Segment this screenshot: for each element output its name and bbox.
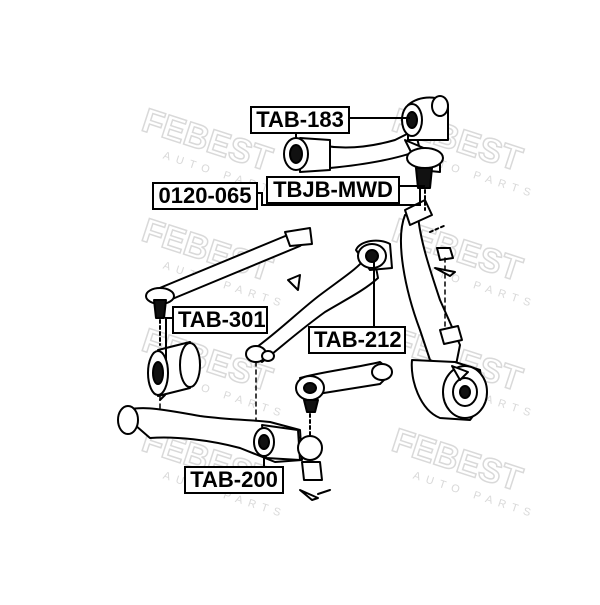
watermark-8: FEBEST AUTO PARTS: [387, 421, 538, 521]
label-tab-183: TAB-183: [250, 106, 350, 134]
label-text: TBJB-MWD: [273, 177, 393, 202]
nut-upper: [424, 189, 456, 277]
label-text: TAB-301: [178, 307, 266, 332]
strut-rod-arm: [245, 239, 393, 363]
bushing-tab301: [147, 341, 201, 397]
lower-control-arm: [117, 394, 323, 463]
label-text: 0120-065: [158, 183, 252, 208]
alignment-lines: [159, 257, 446, 421]
steering-knuckle: [399, 199, 488, 421]
lower-plate: [295, 361, 393, 441]
label-text: TAB-212: [314, 327, 402, 352]
label-text: TAB-183: [256, 107, 344, 132]
label-0120-065: 0120-065: [152, 182, 258, 210]
tension-rod: [145, 227, 313, 346]
nut-lower: [299, 461, 331, 501]
label-tab-301: TAB-301: [172, 306, 268, 334]
label-tab-200: TAB-200: [184, 466, 284, 494]
label-tab-212: TAB-212: [308, 326, 406, 354]
upper-control-arm: [283, 95, 449, 189]
label-tbjb-mwd: TBJB-MWD: [266, 176, 400, 204]
label-text: TAB-200: [190, 467, 278, 492]
